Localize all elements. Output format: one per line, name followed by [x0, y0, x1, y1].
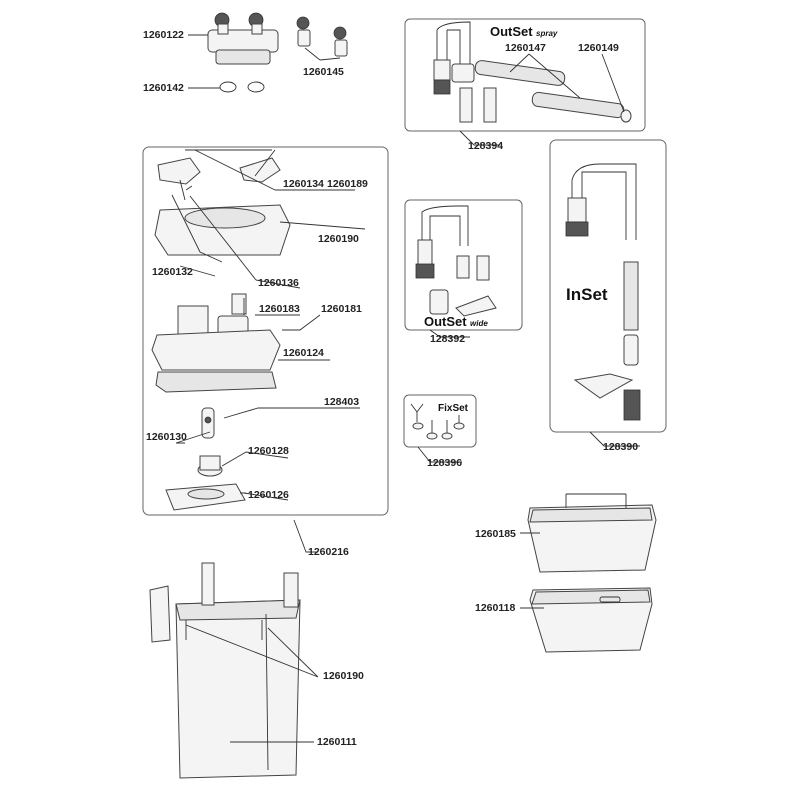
label-128392: 128392	[430, 333, 465, 345]
label-1260149: 1260149	[578, 42, 619, 54]
pump-head-part	[151, 293, 281, 393]
inset-title: InSet	[566, 285, 608, 304]
outset-spray-title: OutSet	[490, 24, 533, 39]
label-1260124: 1260124	[283, 347, 324, 359]
label-1260145: 1260145	[303, 66, 344, 78]
spray-bar-parts	[433, 21, 632, 123]
impeller-part	[201, 407, 215, 439]
o-rings-part	[219, 81, 265, 93]
impeller-cover-part	[197, 455, 223, 477]
outset-wide-subtitle: wide	[470, 319, 488, 328]
label-1260189: 1260189	[327, 178, 368, 190]
top-leader-lines	[188, 34, 341, 89]
leader-line	[417, 446, 462, 463]
intake-tube-parts	[565, 163, 641, 421]
label-1260130: 1260130	[146, 431, 187, 443]
pump-plate-part	[165, 483, 246, 511]
label-1260183: 1260183	[259, 303, 300, 315]
filter-basket-part	[529, 587, 653, 653]
suction-cups-parts	[410, 403, 465, 440]
leader-line	[459, 130, 500, 146]
label-1260185: 1260185	[475, 528, 516, 540]
label-1260216: 1260216	[308, 546, 349, 558]
outlet-nozzle-parts	[415, 205, 497, 317]
label-1260126: 1260126	[248, 489, 289, 501]
fixset-title: FixSet	[438, 403, 469, 414]
label-1260118: 1260118	[475, 602, 515, 614]
leader-line	[589, 431, 640, 447]
outset-spray-frame	[404, 18, 646, 132]
canister-body-part	[149, 562, 301, 779]
media-basket-part	[527, 493, 657, 573]
filter-cover-part	[154, 204, 291, 256]
leader-line	[429, 329, 470, 338]
valve-block-part	[207, 12, 279, 65]
head-leader-lines	[171, 149, 366, 501]
outset-wide-title: OutSet	[424, 314, 467, 329]
leader-line	[293, 519, 318, 553]
label-1260134: 1260134	[283, 178, 324, 190]
label-1260122: 1260122	[143, 29, 184, 41]
label-1260142: 1260142	[143, 82, 184, 94]
inset-frame	[549, 139, 667, 433]
label-1260111: 1260111	[317, 736, 357, 748]
hose-connectors-part	[296, 16, 348, 57]
leader-lines	[509, 53, 625, 113]
outset-wide-frame	[404, 199, 523, 331]
label-1260190-head: 1260190	[318, 233, 359, 245]
label-128403: 128403	[324, 396, 359, 408]
label-128394: 128394	[468, 140, 503, 152]
label-1260147: 1260147	[505, 42, 546, 54]
label-1260132: 1260132	[152, 266, 193, 278]
fixset-frame	[403, 394, 477, 448]
label-1260136: 1260136	[258, 277, 299, 289]
filter-head-frame	[142, 146, 389, 516]
label-1260181: 1260181	[321, 303, 362, 315]
label-1260190-canister: 1260190	[323, 670, 364, 682]
label-128396: 128396	[427, 457, 462, 469]
canister-leader-lines	[185, 624, 319, 743]
outset-spray-subtitle: spray	[536, 29, 558, 38]
label-128390: 128390	[603, 441, 638, 453]
cover-clips-part	[157, 149, 281, 201]
